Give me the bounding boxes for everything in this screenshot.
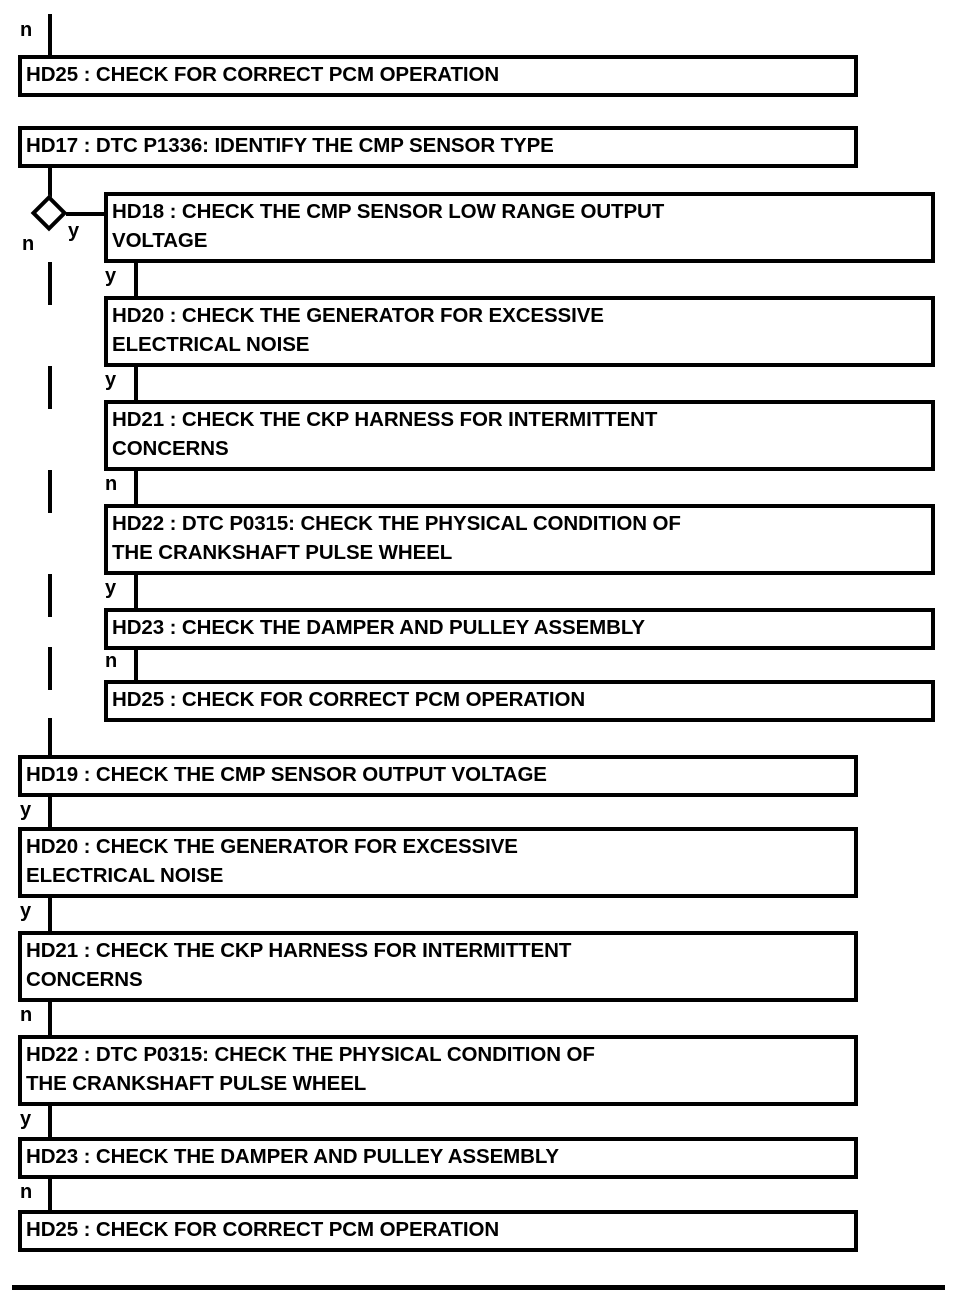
node-hd18[interactable]: HD18 : CHECK THE CMP SENSOR LOW RANGE OU… xyxy=(104,192,935,263)
spine-segment-2 xyxy=(48,366,52,409)
connector-line-into-hd25-top xyxy=(48,14,52,55)
node-hd20-nested[interactable]: HD20 : CHECK THE GENERATOR FOR EXCESSIVE… xyxy=(104,296,935,367)
node-hd25-outer[interactable]: HD25 : CHECK FOR CORRECT PCM OPERATION xyxy=(18,1210,858,1252)
spine-segment-3 xyxy=(48,470,52,513)
connector-hd17-to-decision xyxy=(48,168,52,198)
edge-label-y-hd20-to-hd21-nested: y xyxy=(105,369,117,391)
edge-label-y-hd19-to-hd20: y xyxy=(20,799,32,821)
decision-no-label: n xyxy=(22,233,35,255)
edge-label-n-hd23-to-hd25-outer: n xyxy=(20,1181,33,1203)
node-hd17[interactable]: HD17 : DTC P1336: IDENTIFY THE CMP SENSO… xyxy=(18,126,858,168)
connector-hd23-to-hd25-nested xyxy=(134,650,138,682)
spine-segment-1 xyxy=(48,262,52,305)
node-hd22-outer[interactable]: HD22 : DTC P0315: CHECK THE PHYSICAL CON… xyxy=(18,1035,858,1106)
node-hd22-nested[interactable]: HD22 : DTC P0315: CHECK THE PHYSICAL CON… xyxy=(104,504,935,575)
connector-hd20-to-hd21-outer xyxy=(48,898,52,932)
edge-label-y-hd22-to-hd23-outer: y xyxy=(20,1108,32,1130)
connector-hd21-to-hd22-outer xyxy=(48,1002,52,1036)
node-hd20-outer[interactable]: HD20 : CHECK THE GENERATOR FOR EXCESSIVE… xyxy=(18,827,858,898)
decision-yes-label: y xyxy=(68,220,80,242)
connector-hd19-to-hd20 xyxy=(48,797,52,829)
spine-segment-5 xyxy=(48,647,52,690)
connector-decision-to-hd18 xyxy=(66,212,106,216)
connector-hd22-to-hd23-nested xyxy=(134,575,138,609)
bottom-divider xyxy=(12,1285,945,1290)
edge-label-n-into-hd25-top: n xyxy=(20,19,33,41)
connector-hd20-to-hd21-nested xyxy=(134,367,138,401)
edge-label-n-hd21-to-hd22-nested: n xyxy=(105,473,118,495)
connector-hd21-to-hd22-nested xyxy=(134,471,138,505)
edge-label-y-hd20-to-hd21-outer: y xyxy=(20,900,32,922)
node-hd25-nested[interactable]: HD25 : CHECK FOR CORRECT PCM OPERATION xyxy=(104,680,935,722)
connector-hd23-to-hd25-outer xyxy=(48,1179,52,1211)
edge-label-y-hd18-to-hd20: y xyxy=(105,265,117,287)
connector-hd18-to-hd20 xyxy=(134,263,138,297)
node-hd23-nested[interactable]: HD23 : CHECK THE DAMPER AND PULLEY ASSEM… xyxy=(104,608,935,650)
node-hd21-nested[interactable]: HD21 : CHECK THE CKP HARNESS FOR INTERMI… xyxy=(104,400,935,471)
node-hd25-top[interactable]: HD25 : CHECK FOR CORRECT PCM OPERATION xyxy=(18,55,858,97)
edge-label-n-hd23-to-hd25-nested: n xyxy=(105,650,118,672)
spine-segment-4 xyxy=(48,574,52,617)
node-hd21-outer[interactable]: HD21 : CHECK THE CKP HARNESS FOR INTERMI… xyxy=(18,931,858,1002)
edge-label-y-hd22-to-hd23-nested: y xyxy=(105,577,117,599)
decision-diamond[interactable] xyxy=(30,194,68,232)
connector-hd22-to-hd23-outer xyxy=(48,1106,52,1138)
node-hd19[interactable]: HD19 : CHECK THE CMP SENSOR OUTPUT VOLTA… xyxy=(18,755,858,797)
spine-segment-6 xyxy=(48,718,52,755)
edge-label-n-hd21-to-hd22-outer: n xyxy=(20,1004,33,1026)
node-hd23-outer[interactable]: HD23 : CHECK THE DAMPER AND PULLEY ASSEM… xyxy=(18,1137,858,1179)
